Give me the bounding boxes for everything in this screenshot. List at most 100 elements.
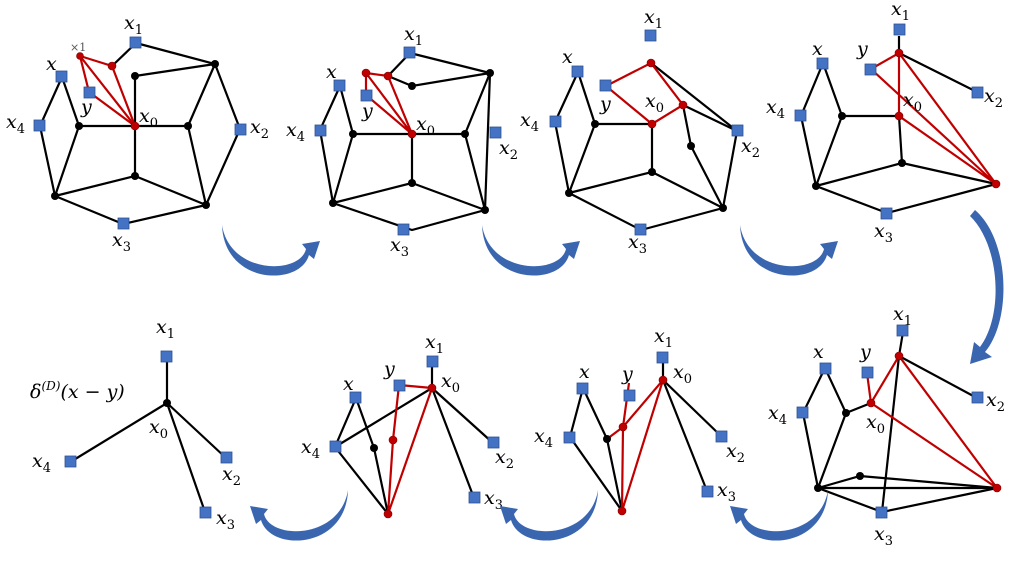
svg-text:y: y	[599, 93, 611, 115]
svg-text:x1: x1	[124, 12, 143, 38]
panel-8-edges	[71, 362, 227, 513]
panel-2: x1 x y x0 x4 x2 x3	[286, 23, 518, 260]
svg-text:x2: x2	[495, 446, 514, 472]
svg-text:x2: x2	[222, 463, 241, 489]
panel-3-labels: x1 x y x0 x4 x2 x3	[520, 6, 760, 257]
panel-8: x1 δ(D)(x − y) x0 x4 x2 x3	[30, 316, 241, 533]
svg-text:x0: x0	[866, 411, 885, 437]
svg-text:x0: x0	[139, 105, 158, 131]
svg-text:x3: x3	[484, 487, 503, 513]
svg-text:x4: x4	[520, 109, 539, 135]
panel-3-edges	[553, 62, 739, 232]
panel-7: x1 x y x0 x4 x2 x3	[301, 331, 514, 519]
svg-text:x1: x1	[404, 23, 423, 49]
panel-2-edges	[318, 51, 492, 232]
svg-text:x4: x4	[286, 119, 305, 145]
panel-4-vertices	[812, 48, 1001, 190]
arrow-4-to-5	[970, 210, 1004, 364]
panel-1: x1 ×1 x y x0 x4 x2 x3	[6, 12, 269, 255]
svg-text:x3: x3	[628, 231, 647, 257]
panel-6-external-vertices	[563, 351, 728, 498]
svg-text:y: y	[383, 358, 395, 380]
svg-text:x2: x2	[741, 135, 760, 161]
panel-1-external-vertices	[33, 36, 247, 230]
svg-text:x3: x3	[112, 229, 131, 255]
svg-text:x4: x4	[766, 96, 785, 122]
svg-text:x: x	[562, 46, 573, 68]
panel-6: x1 x y x0 x4 x2 x3	[534, 325, 745, 516]
panel-6-labels: x1 x y x0 x4 x2 x3	[534, 325, 745, 505]
transition-arrows	[222, 210, 1004, 541]
panel-1-edges	[38, 41, 242, 226]
svg-text:x3: x3	[874, 220, 893, 246]
panel-7-external-vertices	[329, 355, 500, 504]
panel-7-red-edges	[386, 383, 434, 515]
svg-text:x1: x1	[654, 325, 673, 351]
svg-text:x4: x4	[534, 425, 553, 451]
svg-text:x4: x4	[301, 436, 320, 462]
svg-text:x3: x3	[717, 479, 736, 505]
svg-text:y: y	[859, 341, 871, 363]
svg-text:x: x	[579, 361, 590, 383]
svg-text:x3: x3	[216, 507, 235, 533]
panel-5-external-vertices	[796, 324, 984, 519]
panel-2-external-vertices	[314, 46, 502, 236]
svg-text:y: y	[856, 38, 868, 60]
panel-2-vertices	[329, 68, 494, 214]
svg-text:y: y	[80, 96, 92, 118]
svg-text:x2: x2	[250, 116, 269, 142]
svg-text:x: x	[326, 61, 337, 83]
arrow-2-to-3	[482, 225, 580, 276]
panel-7-labels: x1 x y x0 x4 x2 x3	[301, 331, 514, 513]
panel-5-labels: x1 x y x0 x4 x2 x3	[768, 303, 1005, 549]
svg-text:x1: x1	[893, 303, 912, 329]
svg-text:x0: x0	[149, 416, 168, 442]
panel-8-labels: x1 δ(D)(x − y) x0 x4 x2 x3	[30, 316, 241, 533]
panel-1-vertices	[51, 52, 219, 209]
arrow-3-to-4	[740, 225, 838, 276]
panel-8-external-vertices	[64, 350, 233, 519]
panel-1-labels: x1 ×1 x y x0 x4 x2 x3	[6, 12, 269, 255]
delta-function-label: δ(D)(x − y)	[30, 379, 125, 403]
panel-5-red-edges	[865, 354, 998, 489]
svg-text:x1: x1	[156, 316, 175, 342]
arrow-5-to-6	[730, 490, 828, 541]
panel-8-vertices	[163, 399, 171, 407]
svg-text:y: y	[361, 100, 373, 122]
svg-text:x2: x2	[499, 137, 518, 163]
svg-text:x3: x3	[390, 234, 409, 260]
svg-text:x: x	[46, 53, 57, 75]
svg-text:x: x	[813, 341, 824, 363]
arrow-6-to-7	[500, 490, 598, 541]
arrow-1-to-2	[222, 225, 320, 276]
svg-text:x: x	[343, 373, 354, 395]
svg-text:x0: x0	[673, 361, 692, 387]
panel-6-vertices	[603, 375, 668, 516]
svg-text:x2: x2	[726, 440, 745, 466]
panel-4-labels: x1 x y x0 x4 x2 x3	[766, 0, 1003, 246]
svg-text:x2: x2	[986, 389, 1005, 415]
arrow-7-to-8	[250, 490, 348, 541]
panel-5: x1 x y x0 x4 x2 x3	[768, 303, 1005, 549]
svg-text:x1: x1	[644, 6, 663, 32]
panel-5-vertices	[814, 351, 1002, 493]
svg-text:x4: x4	[768, 402, 787, 428]
svg-text:x4: x4	[32, 450, 51, 476]
svg-text:x0: x0	[903, 89, 922, 115]
svg-text:x1: x1	[425, 331, 444, 357]
panel-3-vertices	[565, 58, 727, 212]
svg-text:x1: x1	[891, 0, 910, 24]
panel-7-vertices	[370, 383, 437, 519]
panel-4: x1 x y x0 x4 x2 x3	[766, 0, 1003, 246]
svg-text:x3: x3	[874, 523, 893, 549]
svg-text:x2: x2	[984, 85, 1003, 111]
panel-4-external-vertices	[794, 23, 984, 220]
panel-3: x1 x y x0 x4 x2 x3	[520, 6, 760, 257]
panel-2-labels: x1 x y x0 x4 x2 x3	[286, 23, 518, 260]
svg-text:x: x	[812, 38, 823, 60]
svg-text:x0: x0	[441, 370, 460, 396]
svg-text:x4: x4	[6, 111, 25, 137]
svg-text:y: y	[621, 363, 633, 385]
panel-3-external-vertices	[549, 29, 744, 236]
